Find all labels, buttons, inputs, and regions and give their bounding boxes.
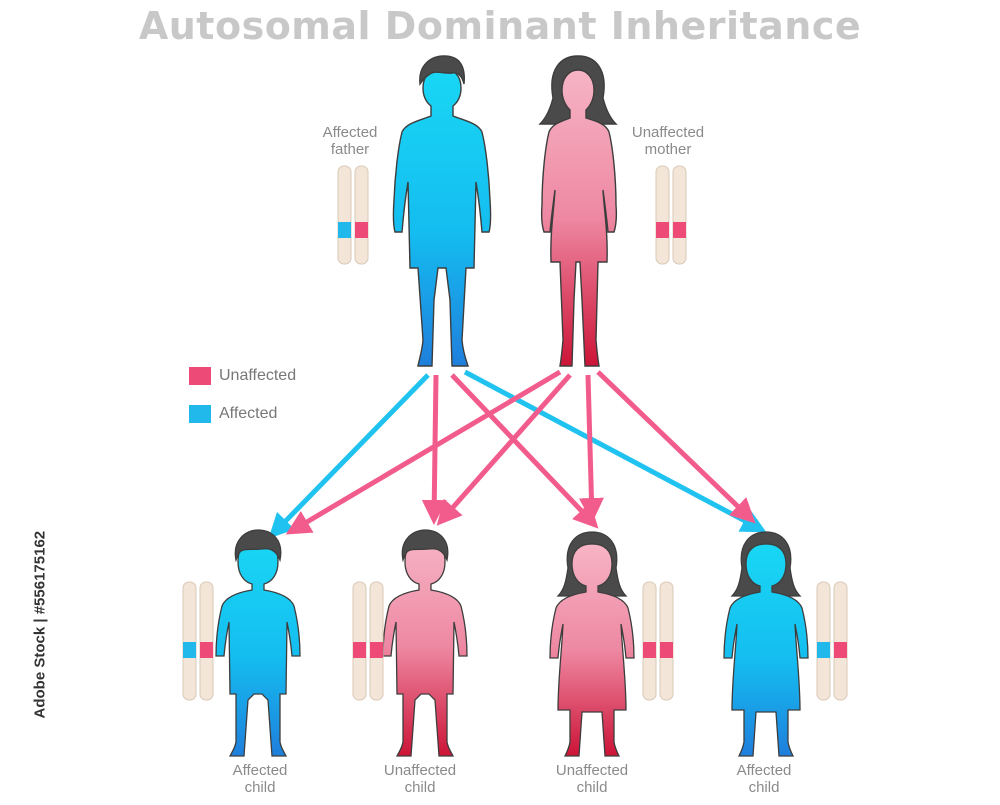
mother-chromosome-1 [655,165,670,265]
child-1-allele-2-unaffected [200,642,213,658]
child-4-chromosome-1 [816,581,831,701]
mother-figure [538,55,618,367]
father-allele-1-affected [338,222,351,238]
label-child-3-line1: Unaffected [555,762,629,779]
child-1-chromosome-1 [182,581,197,701]
child-4-allele-2-unaffected [834,642,847,658]
label-child-3-line2: child [576,779,608,796]
label-child-1: Affected child [210,762,310,796]
father-hair [419,55,465,86]
label-child-2-line1: Unaffected [383,762,457,779]
child-2-allele-1-unaffected [353,642,366,658]
legend-unaffected-swatch [189,367,211,385]
page-title: Autosomal Dominant Inheritance [138,4,862,48]
label-child-2-line2: child [404,779,436,796]
mother-allele-2-unaffected [673,222,686,238]
father-allele-2-unaffected [355,222,368,238]
child-4-chromosome-2 [833,581,848,701]
child-2-figure [382,529,468,757]
child-3-chromosome-2 [659,581,674,701]
label-mother-line2: mother [644,141,692,158]
child-4-figure [723,531,809,757]
label-child-3: Unaffected child [542,762,642,796]
chromosome-pairs [182,165,848,701]
mother-allele-1-unaffected [656,222,669,238]
label-mother: Unaffected mother [618,124,718,158]
label-father: Affected father [300,124,400,158]
child-2-chromosome-2 [369,581,384,701]
legend-affected: Affected [189,405,277,423]
label-father-line2: father [330,141,370,158]
arrow-mother-to-child-4 [596,370,756,524]
label-mother-line1: Unaffected [631,124,705,141]
label-child-1-line2: child [244,779,276,796]
child-2-allele-2-unaffected [370,642,383,658]
child-4-chromosome-pair [816,581,848,701]
child-3-allele-1-unaffected [643,642,656,658]
child-3-chromosome-pair [642,581,674,701]
arrow-father-to-child-1 [268,373,430,539]
arrow-father-to-child-4 [463,369,767,533]
mother-chromosome-pair [655,165,687,265]
label-child-1-line1: Affected [232,762,288,779]
legend-affected-label: Affected [219,405,278,422]
father-figure [392,55,492,367]
child-1-figure [215,529,301,757]
father-chromosome-pair [337,165,369,265]
child-2-chromosome-1 [352,581,367,701]
father-body [392,67,492,367]
label-child-4-line1: Affected [736,762,792,779]
child-1-allele-1-affected [183,642,196,658]
stock-credit: Adobe Stock | #556175162 [31,530,49,719]
mother-body [540,69,618,367]
mother-chromosome-2 [672,165,687,265]
child-3-allele-2-unaffected [660,642,673,658]
inheritance-arrows [268,369,767,539]
label-child-4: Affected child [714,762,814,796]
arrow-father-to-child-3 [450,373,599,529]
father-chromosome-2 [354,165,369,265]
child-3-figure [549,531,635,757]
child-1-chromosome-2 [199,581,214,701]
child-3-chromosome-1 [642,581,657,701]
label-child-2: Unaffected child [370,762,470,796]
child-4-allele-1-affected [817,642,830,658]
arrow-mother-to-child-3 [578,374,604,523]
arrow-mother-to-child-1 [285,369,562,535]
legend-unaffected: Unaffected [189,367,296,385]
arrow-mother-to-child-2 [436,373,572,526]
label-child-4-line2: child [748,779,780,796]
child-2-chromosome-pair [352,581,384,701]
child-1-chromosome-pair [182,581,214,701]
label-father-line1: Affected [322,124,378,141]
legend-affected-swatch [189,405,211,423]
legend-unaffected-label: Unaffected [219,367,297,384]
father-chromosome-1 [337,165,352,265]
